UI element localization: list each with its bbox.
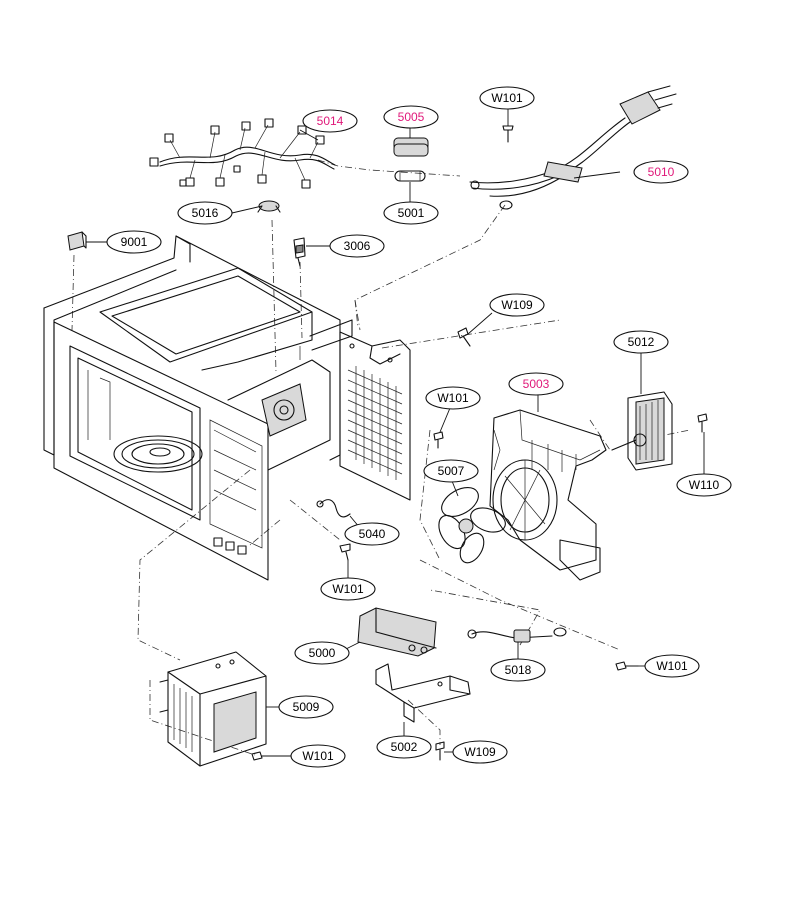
cabinet-body-part bbox=[43, 235, 353, 581]
thermostat-part bbox=[257, 200, 281, 213]
callout-label: W101 bbox=[656, 659, 688, 673]
callout-label: W101 bbox=[302, 749, 334, 763]
fan-motor-part bbox=[611, 391, 673, 471]
callout-label: W109 bbox=[501, 298, 533, 312]
callout-5003: 5003 bbox=[508, 372, 564, 396]
callout-5014: 5014 bbox=[302, 109, 358, 133]
callout-w101-left: W101 bbox=[320, 577, 376, 601]
callout-label: 5005 bbox=[398, 110, 425, 124]
callout-5005: 5005 bbox=[383, 105, 439, 129]
callout-5012: 5012 bbox=[613, 330, 669, 354]
callout-label: W110 bbox=[689, 478, 720, 492]
callout-label: W101 bbox=[437, 391, 469, 405]
callout-w110: W110 bbox=[676, 473, 732, 497]
callout-label: 5002 bbox=[391, 740, 418, 754]
vented-panel-part bbox=[339, 331, 411, 501]
fan-duct-part bbox=[489, 409, 607, 581]
callout-w101-top: W101 bbox=[479, 86, 535, 110]
callout-label: 5001 bbox=[398, 206, 425, 220]
callout-label: 5007 bbox=[438, 464, 465, 478]
capacitor-part bbox=[357, 607, 437, 657]
callout-5016: 5016 bbox=[177, 201, 233, 225]
fuse-part bbox=[394, 170, 426, 182]
callout-label: 5040 bbox=[359, 527, 386, 541]
callout-label: W109 bbox=[464, 745, 496, 759]
wire-harness-part bbox=[149, 118, 336, 189]
callout-5009: 5009 bbox=[278, 695, 334, 719]
callout-5002: 5002 bbox=[376, 735, 432, 759]
callout-9001: 9001 bbox=[106, 230, 162, 254]
callout-5010: 5010 bbox=[633, 160, 689, 184]
callout-label: W101 bbox=[491, 91, 523, 105]
fuse-holder-part bbox=[393, 137, 429, 157]
callout-label: 5016 bbox=[192, 206, 219, 220]
callout-label: 5012 bbox=[628, 335, 655, 349]
bracket-part bbox=[375, 663, 471, 723]
callout-3006: 3006 bbox=[329, 234, 385, 258]
callout-label: W101 bbox=[332, 582, 364, 596]
magnetron-part bbox=[159, 651, 267, 767]
switch-part bbox=[293, 237, 306, 267]
callout-5007: 5007 bbox=[423, 459, 479, 483]
callout-w101-mid: W101 bbox=[425, 386, 481, 410]
callout-w101-bottom: W101 bbox=[290, 744, 346, 768]
callout-label: 5018 bbox=[505, 663, 532, 677]
screw-w101-mid bbox=[433, 431, 444, 449]
screw-w109-bottom bbox=[435, 741, 445, 761]
lamp-part bbox=[67, 231, 87, 251]
callout-w101-right: W101 bbox=[644, 654, 700, 678]
screw-w101-bottom bbox=[251, 751, 273, 761]
screw-w110 bbox=[697, 413, 708, 433]
callout-5018: 5018 bbox=[490, 658, 546, 682]
callout-label: 5000 bbox=[309, 646, 336, 660]
callout-w109-top: W109 bbox=[489, 293, 545, 317]
power-cord-part bbox=[469, 85, 677, 210]
callout-5000: 5000 bbox=[294, 641, 350, 665]
callout-label: 5010 bbox=[648, 165, 675, 179]
leader-lines bbox=[86, 108, 705, 757]
callout-label: 3006 bbox=[344, 239, 371, 253]
callout-label: 9001 bbox=[121, 235, 148, 249]
callout-5001: 5001 bbox=[383, 201, 439, 225]
fan-blade-part bbox=[438, 487, 506, 564]
spring-part bbox=[316, 499, 351, 518]
screw-w101-right bbox=[615, 661, 639, 671]
diode-part bbox=[467, 627, 567, 643]
callout-label: 5003 bbox=[523, 377, 550, 391]
callout-label: 5014 bbox=[317, 114, 344, 128]
callout-w109-bottom: W109 bbox=[452, 740, 508, 764]
screw-w101-top bbox=[502, 125, 514, 143]
screw-w101-left bbox=[339, 543, 351, 561]
callout-5040: 5040 bbox=[344, 522, 400, 546]
callout-label: 5009 bbox=[293, 700, 320, 714]
screw-w109-top bbox=[457, 327, 471, 347]
